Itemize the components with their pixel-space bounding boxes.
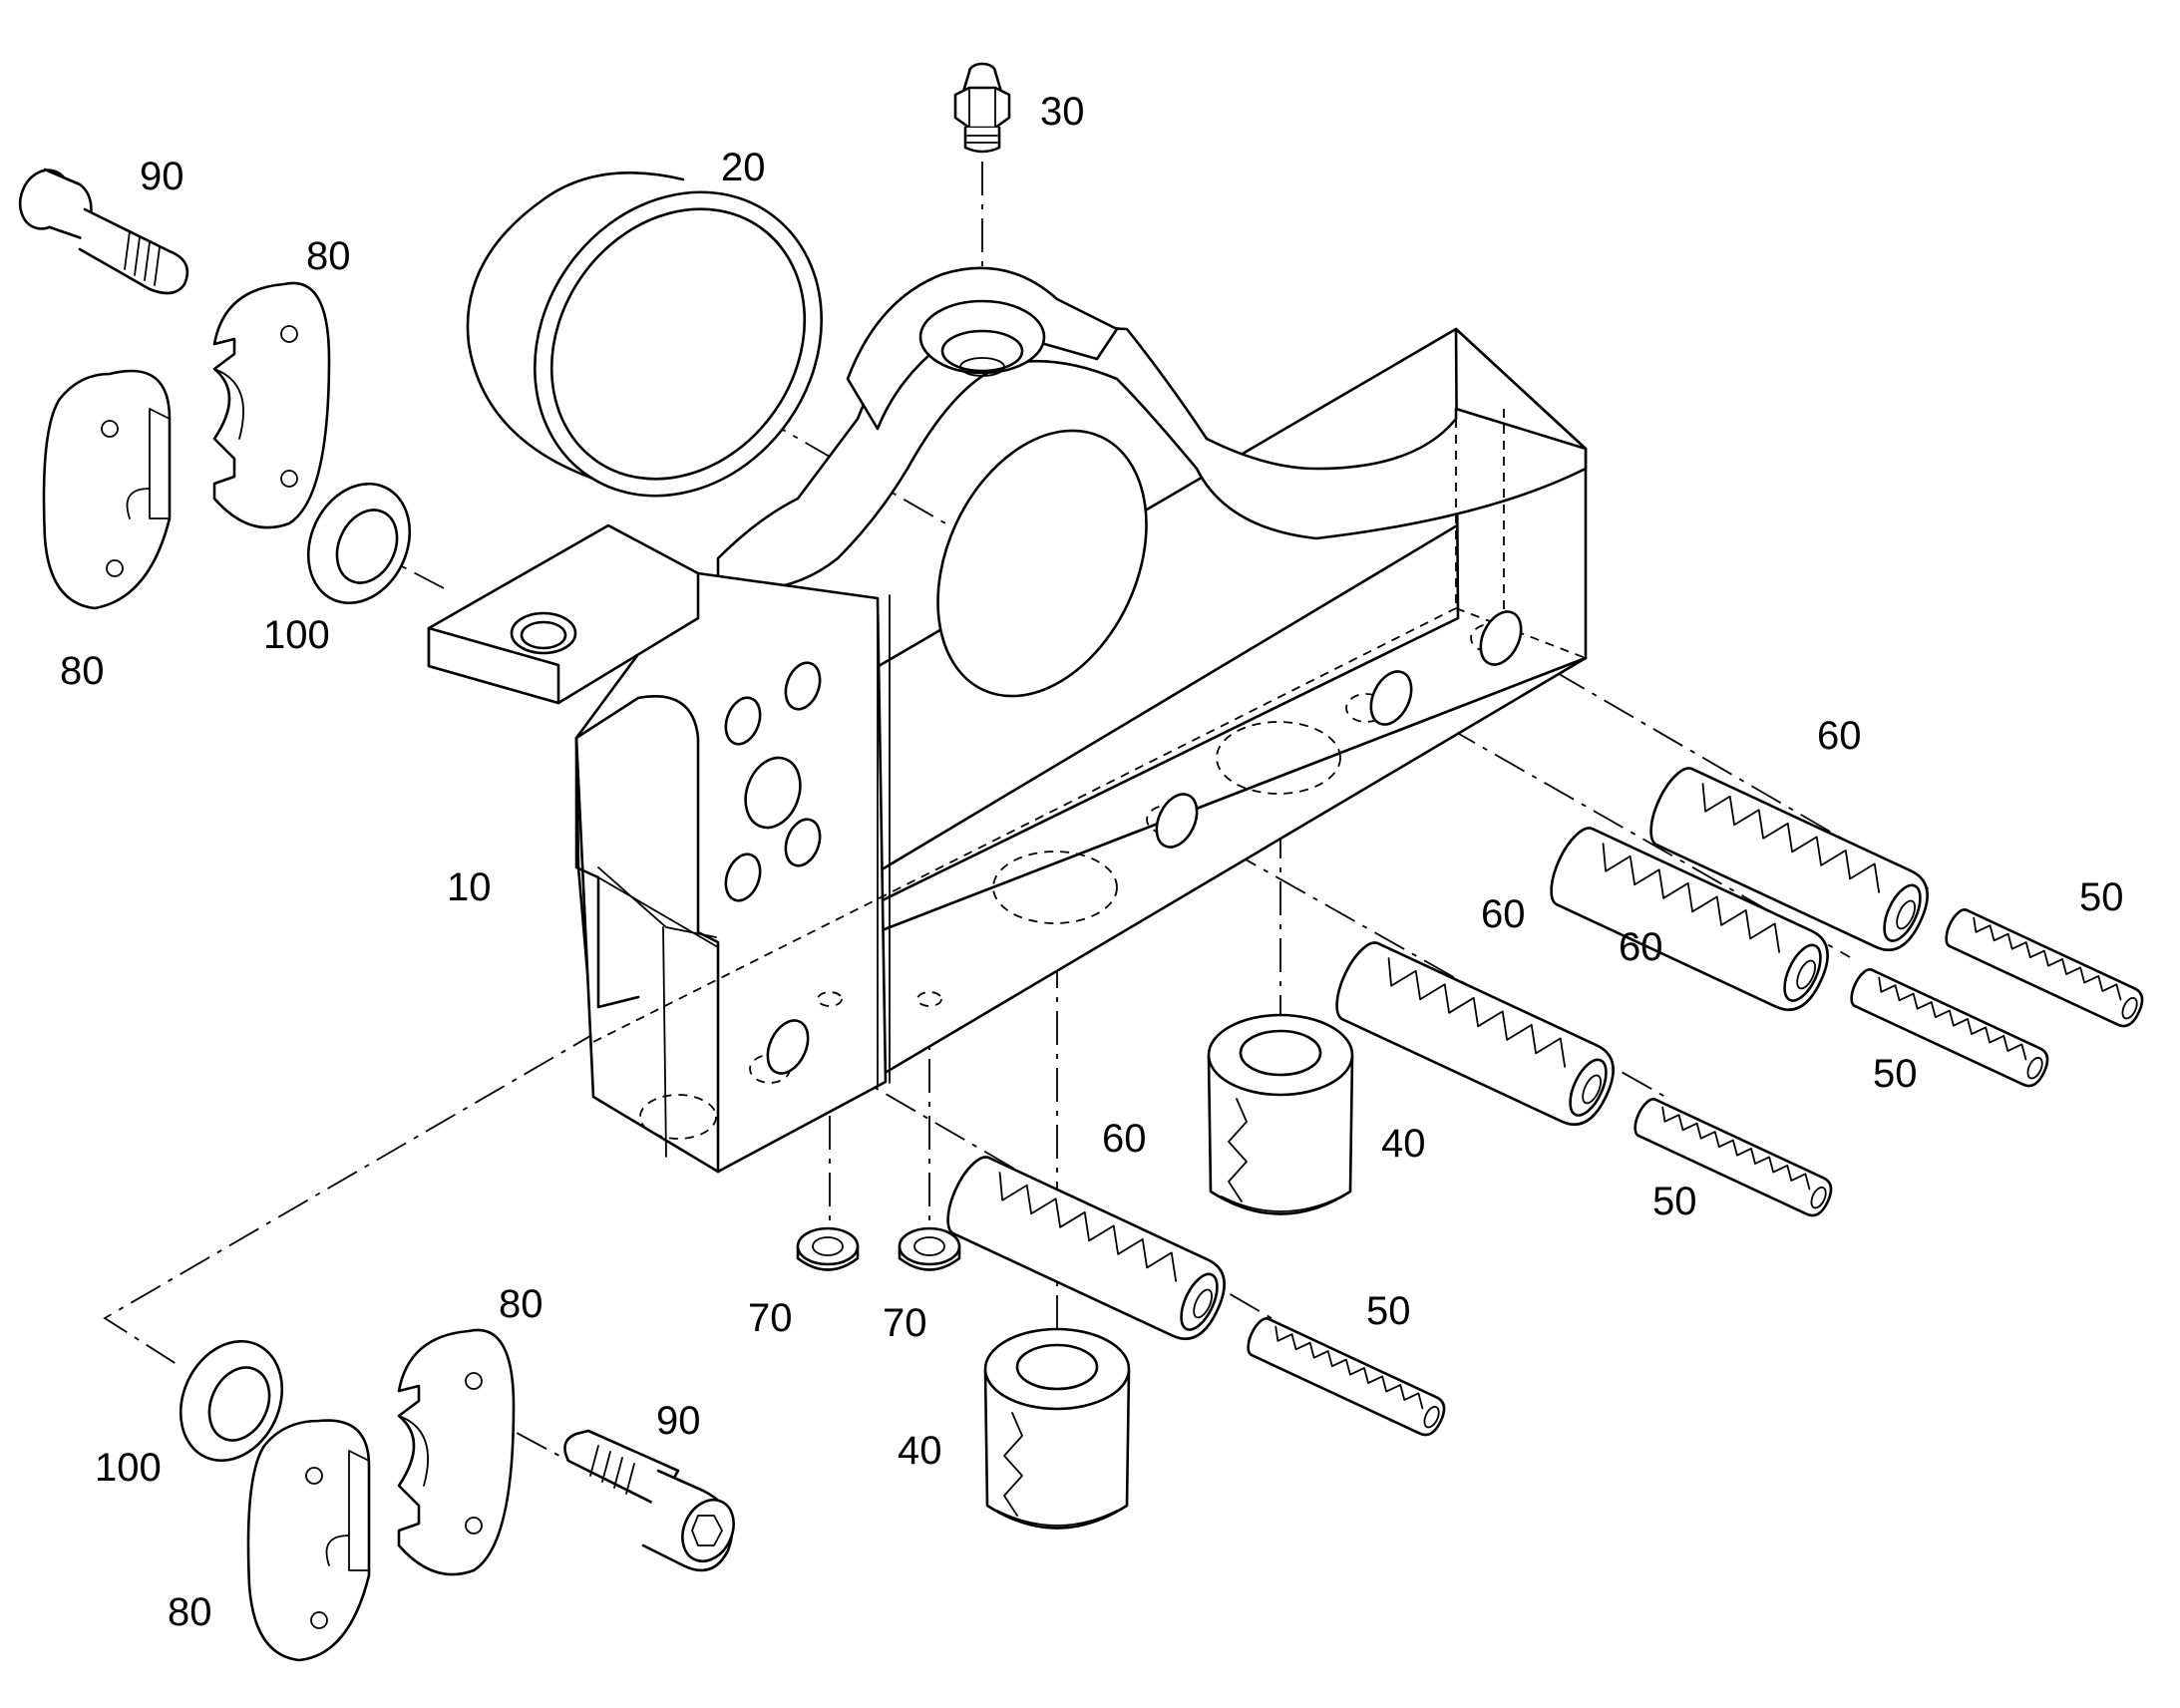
callout-80: 80 <box>168 1590 212 1634</box>
sleeve-60-d <box>936 1149 1237 1350</box>
pin-50-a <box>1940 904 2149 1032</box>
screw-90-upper <box>18 168 189 295</box>
pin-50-d <box>1242 1313 1451 1441</box>
clamp-80-lower-right <box>397 1328 516 1576</box>
callout-100: 100 <box>263 613 330 657</box>
callout-60: 60 <box>1619 925 1663 969</box>
bushing-40-lower <box>983 1327 1131 1530</box>
sleeve-60-c <box>1325 934 1626 1136</box>
clamp-80-upper-right <box>212 281 331 529</box>
callout-60: 60 <box>1102 1117 1147 1161</box>
callout-80: 80 <box>306 234 351 278</box>
callout-60: 60 <box>1481 892 1526 936</box>
grease-nipple-30 <box>953 62 1011 154</box>
callout-60: 60 <box>1817 714 1862 758</box>
bushing-20 <box>466 171 824 498</box>
callout-40: 40 <box>1381 1122 1426 1166</box>
callout-80: 80 <box>60 649 105 693</box>
callout-90: 90 <box>656 1399 701 1443</box>
washer-100-upper <box>306 482 412 605</box>
callout-30: 30 <box>1040 90 1085 134</box>
washer-70-left <box>796 1226 860 1271</box>
screw-90-lower <box>563 1429 735 1572</box>
housing-10 <box>427 266 1588 1174</box>
callout-100: 100 <box>95 1446 162 1490</box>
callout-40: 40 <box>898 1429 942 1473</box>
bushing-40-upper <box>1207 1013 1354 1215</box>
callout-90: 90 <box>140 155 184 198</box>
callout-50: 50 <box>1366 1289 1411 1333</box>
washer-100-lower <box>179 1339 284 1463</box>
callout-10: 10 <box>447 865 492 909</box>
washer-70-right <box>898 1226 961 1271</box>
clamp-80-lower-left <box>246 1419 371 1662</box>
callout-50: 50 <box>1873 1052 1918 1096</box>
callout-50: 50 <box>2079 875 2124 919</box>
callout-50: 50 <box>1652 1180 1697 1223</box>
clamp-80-upper-left <box>42 369 172 610</box>
callout-20: 20 <box>721 146 766 189</box>
callout-70: 70 <box>748 1296 793 1340</box>
callout-70: 70 <box>883 1301 927 1345</box>
callout-80: 80 <box>499 1282 544 1326</box>
